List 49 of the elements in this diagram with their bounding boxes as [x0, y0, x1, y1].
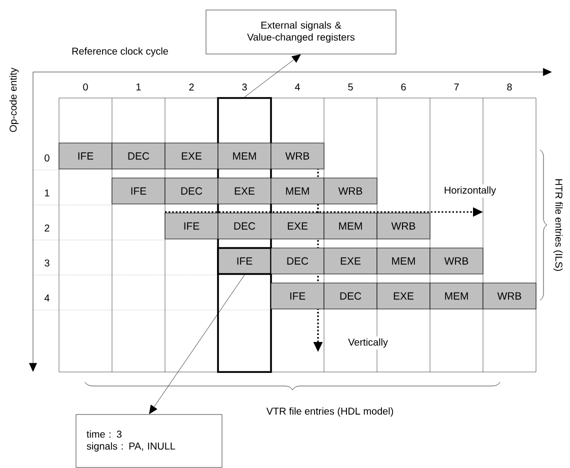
stage-cell: MEM [218, 142, 272, 170]
stage-cell: DEC [324, 282, 378, 310]
arrow [149, 274, 245, 414]
row-number: 0 [44, 154, 50, 162]
info-box: time : 3 signals : PA, INULL [76, 414, 222, 468]
stage-cell: EXE [376, 282, 430, 310]
stage-cell: IFE [217, 247, 272, 275]
stage-cell: DEC [270, 248, 324, 274]
column-number: 2 [189, 84, 194, 90]
direction-label: Vertically [346, 336, 390, 350]
stage-cell: DEC [218, 212, 272, 240]
stage-cell: WRB [482, 282, 536, 310]
stage-cell: DEC [164, 178, 218, 204]
stage-cell: EXE [324, 248, 378, 274]
stage-cell: EXE [218, 178, 272, 204]
column-number: 3 [242, 83, 247, 91]
stage-cell: MEM [430, 282, 484, 310]
brace-label: HTR file entries (ILS) [553, 179, 563, 271]
row-number: 4 [44, 294, 50, 302]
column-number: 6 [401, 83, 406, 91]
stage-cell: IFE [164, 212, 218, 240]
stage-cell: MEM [324, 212, 378, 240]
stage-cell: IFE [112, 178, 166, 204]
arrow [244, 54, 301, 98]
stage-cell: WRB [430, 248, 484, 274]
stage-cell: DEC [112, 142, 166, 170]
axis-title: Op-code entity [9, 68, 19, 132]
row-number: 3 [44, 259, 50, 267]
stage-cell: IFE [270, 282, 324, 310]
stage-cell: WRB [324, 178, 378, 204]
row-number: 1 [45, 190, 50, 196]
column-number: 8 [507, 83, 512, 91]
brace-label: VTR file entries (HDL model) [266, 407, 394, 417]
direction-label: Horizontally [442, 184, 498, 198]
callout-box: External signals & Value-changed registers [206, 10, 396, 54]
stage-cell: EXE [270, 212, 324, 240]
stage-cell: MEM [270, 178, 324, 204]
row-number: 2 [44, 224, 50, 232]
column-number: 0 [83, 83, 88, 91]
stage-cell: EXE [164, 142, 218, 170]
column-number: 7 [454, 84, 459, 90]
axis-title: Reference clock cycle [72, 47, 168, 57]
column-number: 4 [294, 84, 300, 90]
column-number: 5 [348, 84, 353, 90]
stage-cell: IFE [58, 142, 112, 170]
stage-cell: WRB [376, 212, 430, 240]
stage-cell: WRB [270, 142, 324, 170]
column-number: 1 [136, 84, 141, 90]
stage-cell: MEM [376, 248, 430, 274]
